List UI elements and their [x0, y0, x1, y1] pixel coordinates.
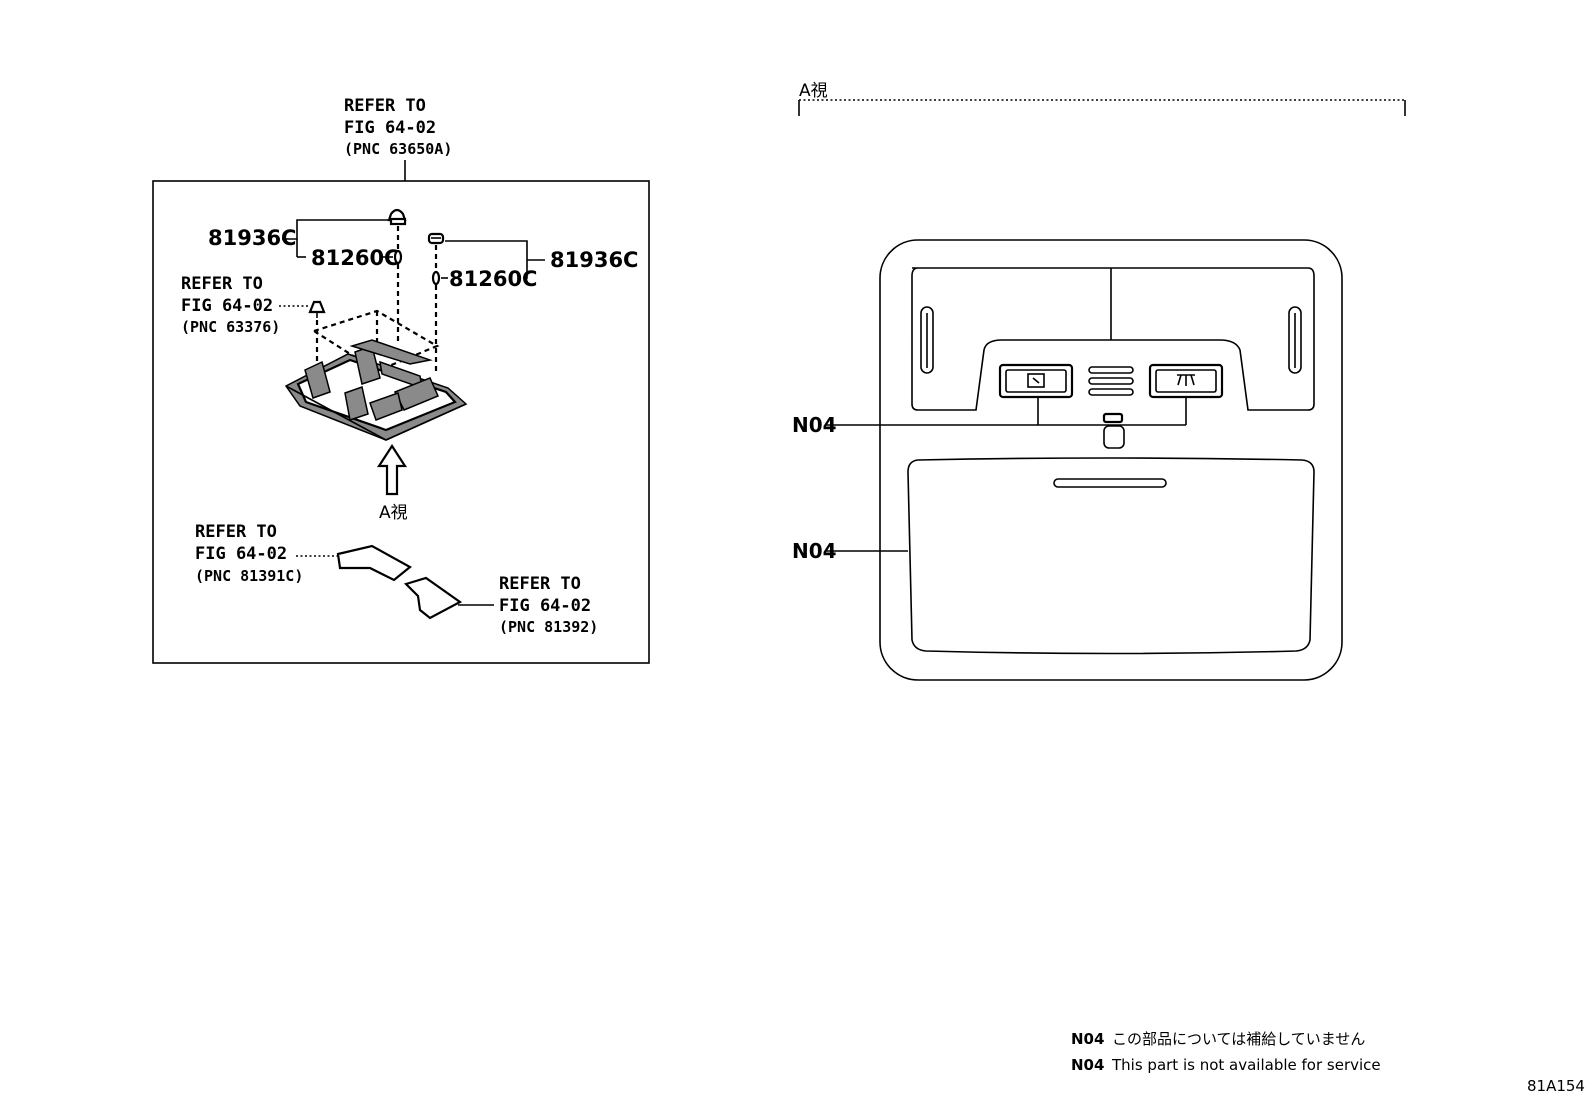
- pin-63376-icon: [308, 300, 326, 318]
- map-lamp-housing: [284, 339, 468, 441]
- view-a-label: A視: [799, 81, 828, 101]
- pad-ref-right-line2: FIG 64-02: [499, 596, 591, 616]
- pad-ref-left-line3: (PNC 81391C): [195, 567, 303, 585]
- footnote-jp-text: この部品については補給していません: [1112, 1030, 1365, 1048]
- lamp-vent-slots: [1088, 366, 1134, 396]
- pad-ref-left-line2: FIG 64-02: [195, 544, 287, 564]
- pad-ref-right-line3: (PNC 81392): [499, 618, 598, 636]
- pad-ref-left-line1: REFER TO: [195, 522, 277, 542]
- part-81260c-right: 81260C: [449, 267, 537, 291]
- door-lamp-icon: [1027, 373, 1045, 388]
- clip-81936c-left-icon: [387, 208, 407, 226]
- left-pin-ref-line1: REFER TO: [181, 274, 263, 294]
- screw-81260c-right-icon: [431, 270, 441, 286]
- pad-81392-icon: [403, 576, 463, 620]
- exploded-view-frame: [152, 180, 650, 664]
- view-a-arrow: [376, 443, 408, 496]
- pad-81391c-icon: [336, 544, 412, 582]
- part-81260c-left: 81260C: [311, 246, 399, 270]
- view-a-arrow-label: A視: [379, 503, 408, 523]
- left-pin-ref-line2: FIG 64-02: [181, 296, 273, 316]
- left-pin-ref-line3: (PNC 63376): [181, 318, 280, 336]
- clip-81936c-right-icon: [427, 232, 445, 245]
- footnote-en-text: This part is not available for service: [1111, 1056, 1381, 1074]
- lamp-lower-lens: [907, 457, 1315, 655]
- lamp-sensor-base: [1103, 425, 1125, 449]
- part-81936c-right: 81936C: [550, 248, 638, 272]
- footnotes: N04 この部品については補給していません N04 This part is n…: [1071, 1030, 1585, 1095]
- lamp-lower-handle: [1053, 478, 1167, 488]
- dome-lamp-icon: [1177, 374, 1195, 386]
- callout-upper-n04: N04: [792, 413, 837, 437]
- lamp-sensor: [1102, 412, 1124, 424]
- footnote-jp-code: N04: [1071, 1030, 1104, 1048]
- lamp-outer-body: [879, 239, 1343, 681]
- lamp-rib-left: [920, 306, 934, 374]
- exploded-view-panel: REFER TO FIG 64-02 (PNC 63650A) 81936C 8…: [152, 96, 650, 664]
- top-ref-line1: REFER TO: [344, 96, 426, 116]
- top-ref-line3: (PNC 63650A): [344, 140, 452, 158]
- figure-id: 81A154: [1527, 1077, 1585, 1095]
- part-81936c-left: 81936C: [208, 226, 296, 250]
- callout-lower-n04: N04: [792, 539, 837, 563]
- switch-left-inner: [1005, 369, 1067, 393]
- view-a-panel: A視: [792, 81, 1406, 681]
- part-81936c-left-bracket: [282, 219, 388, 240]
- footnote-en-code: N04: [1071, 1056, 1104, 1074]
- pad-ref-right-line1: REFER TO: [499, 574, 581, 594]
- screw-81260c-left-icon: [393, 249, 403, 265]
- top-ref-line2: FIG 64-02: [344, 118, 436, 138]
- lamp-rib-right: [1288, 306, 1302, 374]
- switch-right-inner: [1155, 369, 1217, 393]
